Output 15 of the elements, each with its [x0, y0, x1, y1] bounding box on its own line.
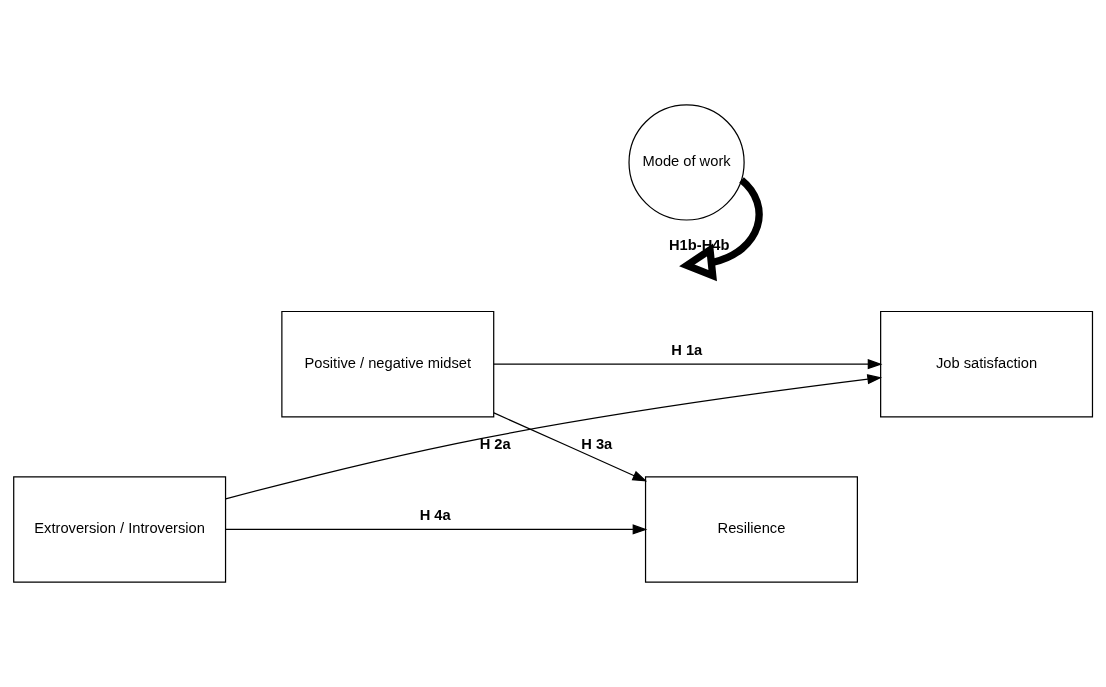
arrow — [225, 524, 648, 535]
edge-label: H1b-H4b — [669, 237, 730, 254]
arrow — [493, 412, 648, 482]
arrow — [225, 374, 883, 500]
arrow — [679, 177, 763, 282]
edge-label: H 2a — [479, 436, 511, 453]
node-box: Resilience — [644, 476, 858, 583]
node-box: Positive / negative midset — [281, 310, 495, 418]
node-box: Extroversion / Introversion — [13, 476, 227, 583]
arrow — [493, 359, 883, 370]
edge-label: H 4a — [419, 507, 451, 524]
edge-label: H 3a — [581, 436, 613, 453]
node-circle: Mode of work — [628, 104, 745, 221]
node-box: Job satisfaction — [880, 310, 1094, 418]
edge-label: H 1a — [671, 342, 703, 359]
